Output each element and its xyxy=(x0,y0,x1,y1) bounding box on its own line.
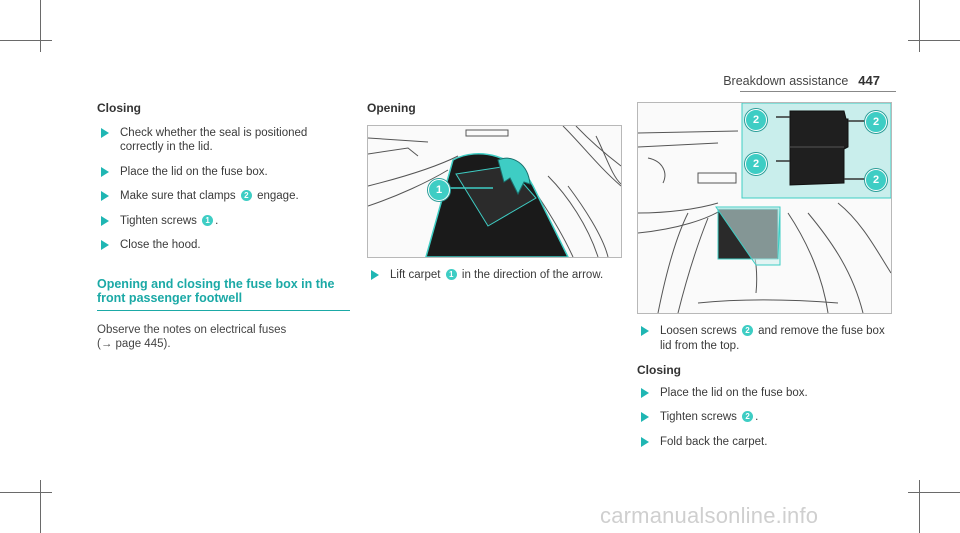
figure-callout-2: 2 xyxy=(745,153,767,175)
step-arrow-icon xyxy=(641,436,649,447)
closing-heading: Closing xyxy=(97,101,141,115)
step-arrow-icon xyxy=(371,270,379,280)
crop-mark xyxy=(908,40,960,41)
opening-heading: Opening xyxy=(367,101,416,115)
crop-mark xyxy=(0,492,52,493)
figure-fuse-box: 2 2 2 2 xyxy=(637,102,892,314)
page-reference-link[interactable]: (→ page 445). xyxy=(97,338,171,350)
callout-badge-2: 2 xyxy=(742,411,754,422)
figure-callout-2: 2 xyxy=(865,169,887,191)
figure-callout-2: 2 xyxy=(865,111,887,133)
step-arrow-icon xyxy=(641,326,649,336)
section-title: Opening and closing the fuse box in the … xyxy=(97,277,350,311)
watermark: carmanualsonline.info xyxy=(600,503,819,528)
step-arrow-icon xyxy=(101,191,109,201)
crop-mark xyxy=(908,492,960,493)
section-name: Breakdown assistance xyxy=(723,74,849,88)
crop-mark xyxy=(0,40,52,41)
step-arrow-icon xyxy=(101,215,109,226)
callout-badge-1: 1 xyxy=(202,214,214,226)
step-arrow-icon xyxy=(101,127,109,138)
page-number: 447 xyxy=(858,73,880,88)
step-place-lid: Place the lid on the fuse box. xyxy=(97,165,350,180)
step-place-lid-right: Place the lid on the fuse box. xyxy=(637,386,890,401)
step-arrow-icon xyxy=(101,240,109,250)
callout-badge-1: 1 xyxy=(445,269,457,280)
step-lift-carpet: Lift carpet 1 in the direction of the ar… xyxy=(367,268,621,283)
crop-mark xyxy=(919,0,920,52)
step-check-seal: Check whether the seal is positioned cor… xyxy=(97,126,350,155)
figure-callout-1: 1 xyxy=(428,179,450,201)
step-clamps: Make sure that clamps 2 engage. xyxy=(97,189,350,204)
lift-carpet-step-wrap: Lift carpet 1 in the direction of the ar… xyxy=(367,268,621,293)
middle-column: Opening xyxy=(367,101,621,126)
step-arrow-icon xyxy=(101,166,109,177)
figure-lift-carpet: 1 xyxy=(367,125,622,258)
note-text: Observe the notes on electrical fuses (→… xyxy=(97,323,287,351)
footwell-illustration xyxy=(368,126,621,257)
fuse-box-illustration xyxy=(638,103,891,313)
header-rule xyxy=(740,91,896,92)
page-header: Breakdown assistance 447 xyxy=(723,73,880,88)
step-fold-carpet: Fold back the carpet. xyxy=(637,435,890,450)
right-column: Loosen screws 2 and remove the fuse box … xyxy=(637,324,890,459)
crop-mark xyxy=(40,480,41,533)
step-loosen-screws: Loosen screws 2 and remove the fuse box … xyxy=(637,324,890,353)
step-tighten-screws-right: Tighten screws 2. xyxy=(637,410,890,425)
crop-mark xyxy=(40,0,41,52)
callout-badge-2: 2 xyxy=(240,190,252,201)
left-column: Closing Check whether the seal is positi… xyxy=(97,101,350,352)
crop-mark xyxy=(919,480,920,533)
callout-badge-2: 2 xyxy=(741,325,753,336)
closing-heading-right: Closing xyxy=(637,363,681,377)
step-arrow-icon xyxy=(641,387,649,398)
figure-callout-2: 2 xyxy=(745,109,767,131)
step-arrow-icon xyxy=(641,412,649,422)
step-tighten-screws: Tighten screws 1. xyxy=(97,214,350,229)
step-close-hood: Close the hood. xyxy=(97,238,350,253)
